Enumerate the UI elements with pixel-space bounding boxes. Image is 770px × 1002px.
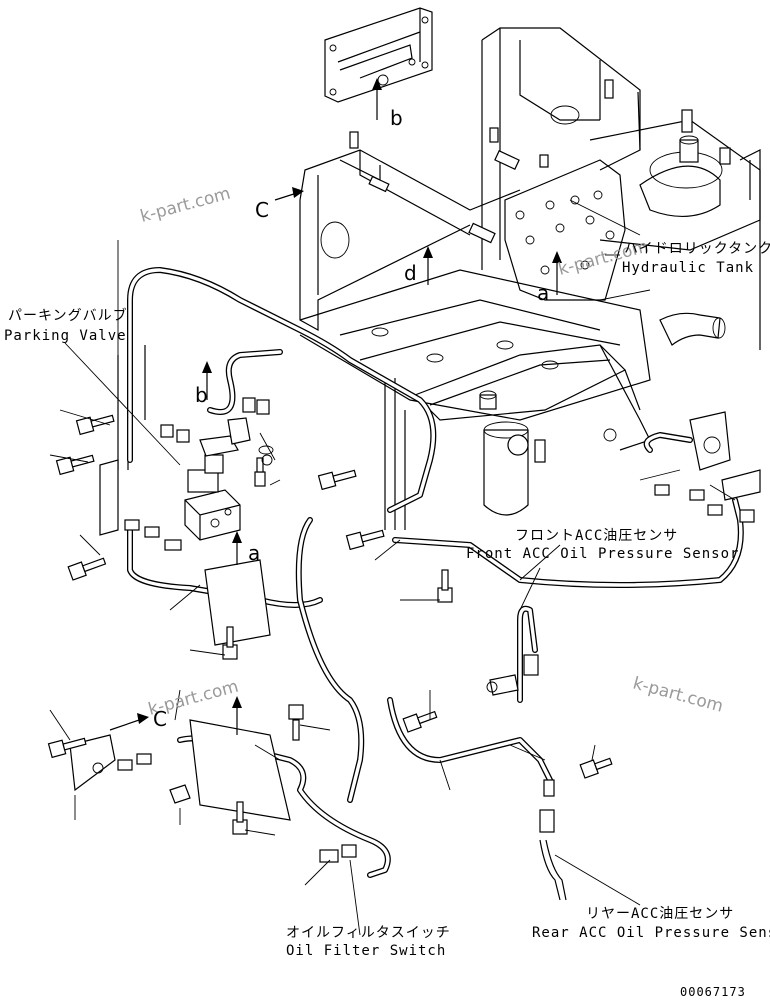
view-ref-d: d	[404, 261, 417, 285]
frame-structure	[117, 7, 761, 530]
clamp-plate-left	[204, 559, 271, 646]
view-references: b C d a b a C	[153, 106, 549, 731]
bolts	[47, 74, 613, 835]
switch-box-right	[689, 411, 731, 471]
components	[69, 397, 761, 863]
front-sensor-label-jp: フロントACC油圧センサ	[515, 528, 678, 544]
rear-sensor-label-jp: リヤーACC油圧センサ	[586, 906, 734, 922]
oil-filter-label-jp: オイルフィルタスイッチ	[286, 925, 451, 941]
clamp-plate-bottom	[189, 719, 291, 821]
part-labels: パーキングバルブ Parking Valve ハイドロリックタンク Hydrau…	[4, 241, 770, 999]
front-sensor-label-en: Front ACC Oil Pressure Sensor	[466, 546, 739, 562]
view-ref-b-mid: b	[195, 383, 208, 407]
view-ref-c-top: C	[255, 198, 269, 222]
parking-valve-label-jp: パーキングバルブ	[8, 307, 128, 324]
wire-harness	[127, 267, 744, 901]
parking-valve-label-en: Parking Valve	[4, 328, 127, 344]
bracket-bottom-left	[69, 734, 116, 792]
hydraulic-tank-label-en: Hydraulic Tank	[622, 260, 754, 276]
oil-filter-label-en: Oil Filter Switch	[286, 943, 446, 959]
leader-lines	[49, 199, 761, 936]
rear-sensor-label-en: Rear ACC Oil Pressure Sensor	[532, 925, 770, 941]
view-ref-a-tank: a	[537, 281, 549, 305]
bracket-left	[99, 459, 119, 536]
watermark: k-part.com	[138, 184, 233, 227]
view-ref-b-top: b	[390, 106, 403, 130]
front-acc-sensor	[489, 674, 519, 696]
drawing-number: 00067173	[680, 985, 746, 999]
view-ref-a-valve: a	[248, 541, 260, 565]
watermark: k-part.com	[631, 674, 726, 717]
reference-arrows	[109, 78, 562, 735]
parking-valve	[184, 454, 241, 541]
hydraulic-tank-label-jp: ハイドロリックタンク	[624, 241, 770, 257]
view-ref-c-bottom: C	[153, 707, 167, 731]
